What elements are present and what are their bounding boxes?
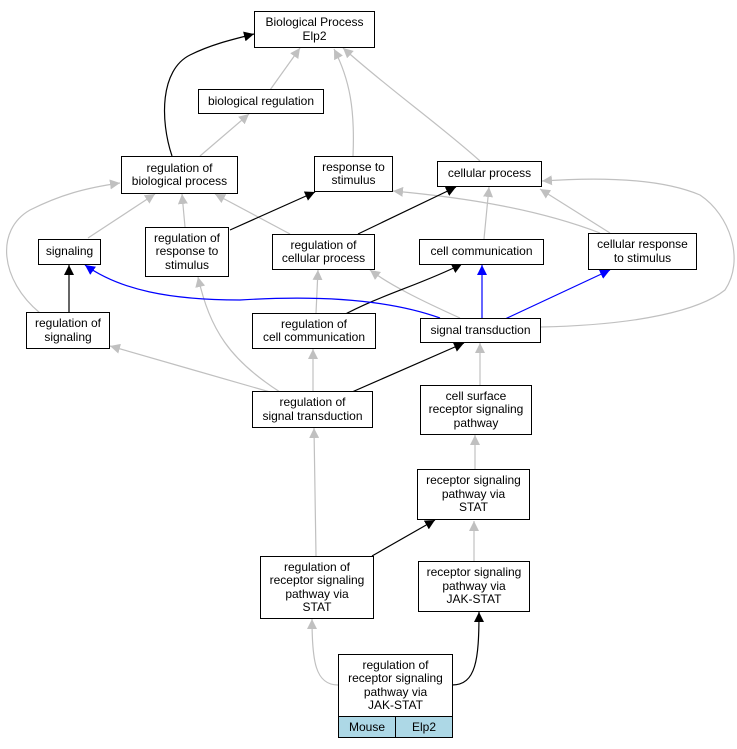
edge-bioreg-bp (269, 47, 301, 91)
edge-regsigtrans-sigtrans (351, 342, 465, 393)
node-regulation-of-receptor-signaling-pathway-via-stat[interactable]: regulation of receptor signaling pathway… (260, 556, 374, 619)
edge-regrspstat-regsigtrans (309, 427, 320, 557)
edge-regrspjak-rspjak (451, 611, 484, 686)
edge-sigtrans-cellresp (504, 269, 611, 320)
node-regulation-of-cell-communication[interactable]: regulation of cell communication (252, 313, 376, 349)
edge-cellproc-bp (342, 47, 481, 162)
edge-cellcomm-cellproc (483, 186, 494, 240)
node-response-to-stimulus[interactable]: response to stimulus (314, 156, 393, 192)
edge-regcellcomm-regcell (312, 269, 323, 314)
edge-sigtrans-regcell (369, 269, 461, 319)
edge-signaling-regbio (87, 193, 156, 239)
edge-regbio-bp (163, 31, 255, 157)
node-cell-communication[interactable]: cell communication (419, 239, 544, 265)
edge-regsigtrans-regsig (109, 343, 271, 393)
node-biological-process[interactable]: Biological Process Elp2 (254, 11, 375, 48)
node-regulation-of-signal-transduction[interactable]: regulation of signal transduction (252, 391, 373, 428)
gene-tag: Elp2 (395, 716, 453, 738)
organism-tag: Mouse (338, 716, 396, 738)
edge-regrspjak-regrspstat (307, 618, 339, 686)
node-cellular-process[interactable]: cellular process (437, 161, 542, 187)
node-receptor-signaling-pathway-via-stat[interactable]: receptor signaling pathway via STAT (417, 469, 530, 520)
edge-regcell-cellproc (357, 186, 457, 235)
edge-cellresp-respstim (392, 186, 601, 234)
edge-regsigtrans-regresp (195, 276, 281, 393)
node-regulation-of-cellular-process[interactable]: regulation of cellular process (272, 234, 375, 270)
edge-regcellcomm-cellcomm (339, 263, 463, 318)
edge-cellresp-cellproc (539, 188, 611, 234)
node-regulation-of-receptor-signaling-pathway-via-jak-stat[interactable]: regulation of receptor signaling pathway… (338, 654, 453, 717)
edge-regresp-regbio (177, 193, 188, 228)
edge-regsig-regbio (6, 179, 121, 314)
edge-regcell-regbio (214, 193, 291, 235)
edge-respstim-bp (333, 48, 354, 157)
node-cell-surface-receptor-signaling-pathway[interactable]: cell surface receptor signaling pathway (420, 385, 532, 435)
node-signaling[interactable]: signaling (38, 239, 101, 265)
node-regulation-of-response-to-stimulus[interactable]: regulation of response to stimulus (145, 227, 229, 277)
edge-sigtrans-signaling (84, 264, 441, 319)
node-signal-transduction[interactable]: signal transduction (420, 318, 541, 343)
edge-regbio-bioreg (199, 113, 250, 157)
node-regulation-of-signaling[interactable]: regulation of signaling (26, 312, 110, 349)
edge-regrspstat-rspstat (371, 519, 436, 557)
node-receptor-signaling-pathway-via-jak-stat[interactable]: receptor signaling pathway via JAK-STAT (418, 561, 530, 612)
node-biological-regulation[interactable]: biological regulation (198, 89, 324, 114)
node-regulation-of-biological-process[interactable]: regulation of biological process (121, 156, 238, 194)
node-cellular-response-to-stimulus[interactable]: cellular response to stimulus (588, 233, 697, 270)
edge-sigtrans-cellproc (539, 175, 735, 328)
edge-regresp-respstim (229, 191, 316, 231)
